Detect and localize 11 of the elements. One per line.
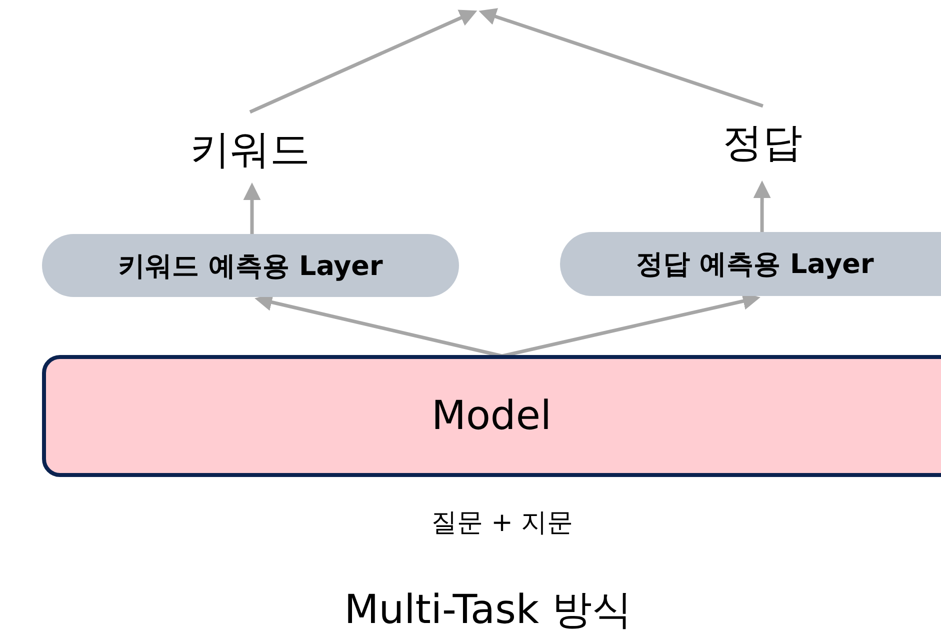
- input-label: 질문 + 지문: [430, 507, 574, 540]
- arrow: [753, 180, 771, 232]
- layer-pill: 키워드 예측용 Layer: [42, 234, 459, 297]
- arrow: [478, 8, 764, 108]
- model-box: Model: [42, 355, 941, 477]
- output-text: 정답: [690, 110, 835, 174]
- output-text: 키워드: [150, 118, 350, 180]
- arrow: [249, 10, 478, 114]
- layer-pill: 정답 예측용 Layer: [560, 232, 941, 296]
- caption: Multi-Task 방식: [344, 586, 632, 633]
- arrow: [243, 182, 261, 234]
